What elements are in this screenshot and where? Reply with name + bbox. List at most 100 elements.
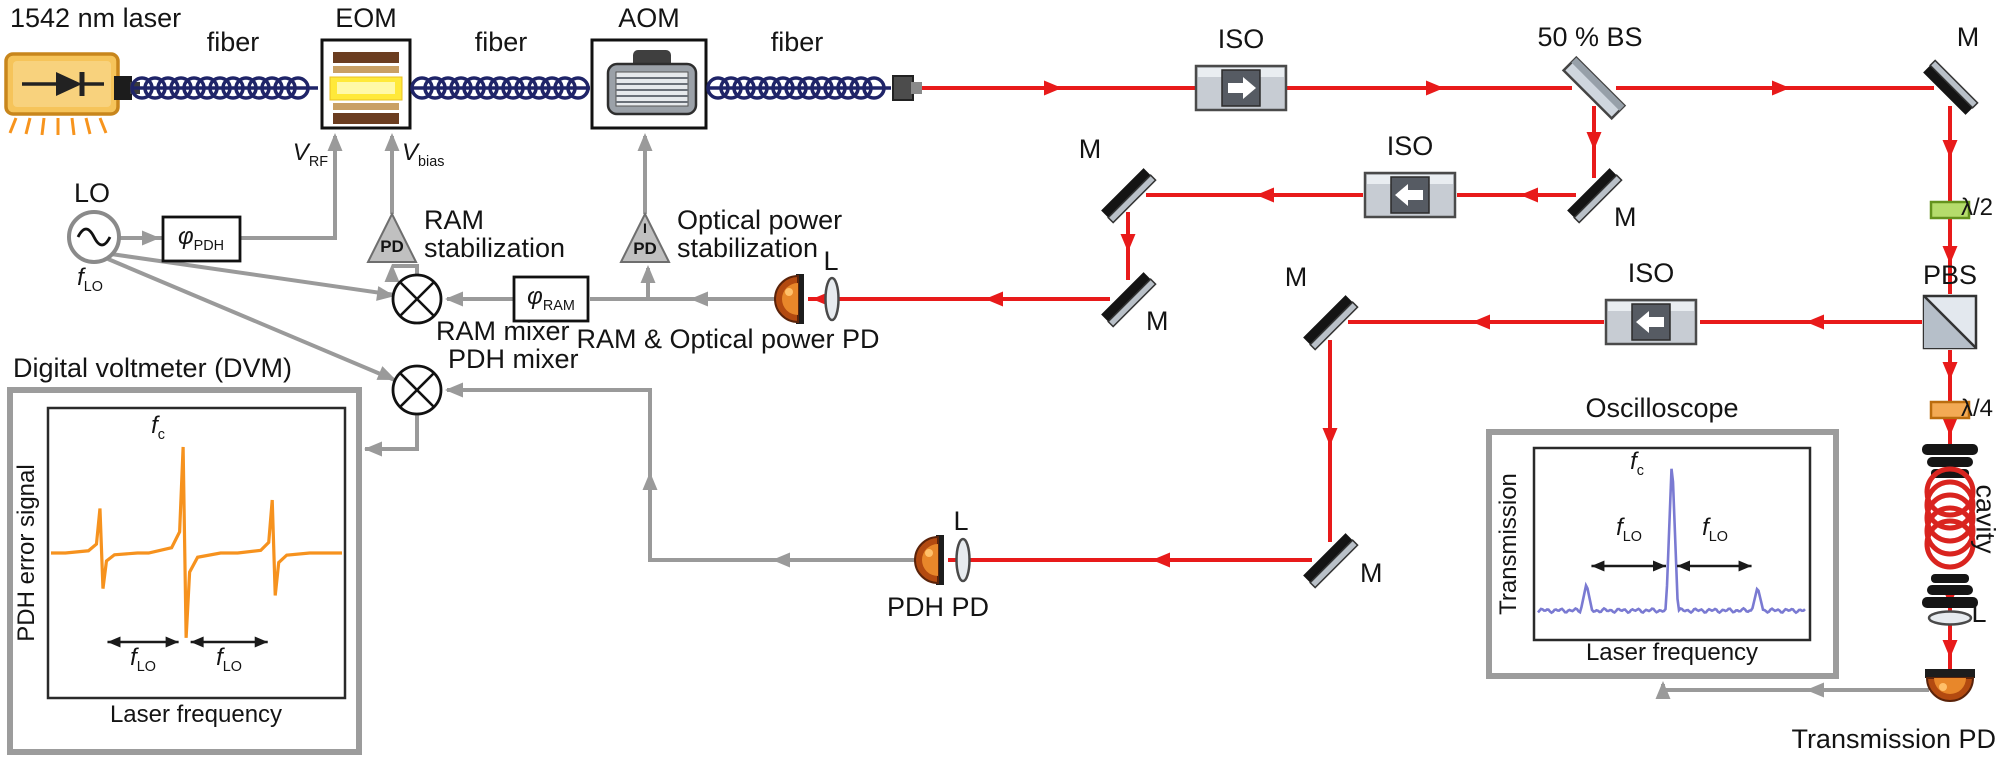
arrowhead — [1653, 560, 1666, 572]
phi-pdh-box — [161, 215, 242, 263]
mirror-back — [1923, 65, 1973, 115]
fiber-loop — [182, 76, 206, 100]
arrowhead — [1256, 187, 1274, 203]
mirror-back — [1101, 168, 1151, 218]
fiber-loop — [706, 76, 730, 100]
arrowhead — [642, 472, 658, 490]
fiber-label-3: fiber — [770, 27, 824, 57]
fiber-loop — [156, 76, 180, 100]
arrowhead — [1942, 362, 1958, 380]
beam-splitter-icon — [1561, 55, 1627, 121]
photodiode-icon — [914, 535, 944, 585]
lo-oscillator-icon — [67, 210, 121, 264]
pdh-pd-label: PDH PD — [886, 592, 990, 622]
signal-path — [110, 252, 396, 297]
arrowhead — [1942, 418, 1958, 436]
mirror1-label: M — [1956, 22, 1980, 52]
cavity-coil — [1924, 518, 1976, 570]
mirror-icon — [1303, 295, 1359, 351]
fiber-loop — [286, 76, 310, 100]
fiber-loop — [810, 76, 834, 100]
fiber-loop — [462, 76, 486, 100]
cavity-coil — [1924, 492, 1976, 544]
arrowhead — [1591, 560, 1605, 572]
fiber-loop — [784, 76, 808, 100]
fiber-loop — [234, 76, 258, 100]
arrowhead — [1772, 80, 1790, 96]
fiber-coil — [130, 76, 318, 100]
dvm-fc-annotation: fc — [151, 412, 165, 443]
fiber-loop — [195, 76, 219, 100]
oscilloscope-title: Oscilloscope — [1585, 393, 1739, 423]
fiber-loop — [862, 76, 886, 100]
arrowhead — [254, 636, 268, 648]
arrowhead — [1942, 640, 1958, 658]
fiber-loop — [836, 76, 860, 100]
fiber-loop — [849, 76, 873, 100]
power-amp-label-pd: PD — [633, 239, 657, 258]
arrowhead — [637, 133, 653, 151]
scope-flo-left-annotation: fLO — [1616, 514, 1642, 545]
quarter-wave-plate-icon — [1929, 400, 1971, 420]
scope-flo-right-annotation: fLO — [1702, 514, 1728, 545]
arrowhead — [327, 133, 343, 151]
arrowhead — [190, 636, 204, 648]
arrowhead — [1322, 428, 1338, 446]
mirror4-label: M — [1146, 306, 1169, 336]
fiber-loop — [169, 76, 193, 100]
fiber-label-1: fiber — [206, 27, 260, 57]
f-lo-label: fLO — [77, 264, 103, 295]
cavity-label: cavity — [1970, 484, 1999, 554]
dvm-flo-left-annotation: fLO — [130, 644, 156, 675]
fiber-loop — [823, 76, 847, 100]
arrowhead — [364, 441, 382, 457]
eom-icon — [320, 38, 412, 130]
v-rf-label: VRF — [292, 139, 328, 170]
arrowhead — [1120, 234, 1136, 252]
fiber-loop — [247, 76, 271, 100]
photodiode-icon — [1925, 669, 1975, 702]
ram-mixer-icon — [391, 273, 443, 325]
arrowhead — [1426, 80, 1444, 96]
mirror-face — [1309, 301, 1359, 351]
fiber-loop — [273, 76, 297, 100]
lens1-label: L — [823, 246, 839, 276]
mirror-face — [1107, 278, 1157, 328]
arrowhead — [1942, 140, 1958, 158]
lens-icon — [955, 537, 971, 583]
mirror-icon — [1101, 168, 1157, 224]
signal-path — [392, 264, 419, 275]
arrowhead — [1942, 246, 1958, 264]
fiber-loop — [745, 76, 769, 100]
signal-path — [365, 414, 419, 451]
mirror-face — [1107, 174, 1157, 224]
arrowhead — [640, 265, 656, 283]
iso-arrow — [1228, 77, 1256, 99]
arrowhead — [376, 286, 395, 301]
phi-ram-label: φRAM — [527, 283, 575, 314]
scope-trace — [1537, 468, 1806, 615]
iso3-label: ISO — [1627, 258, 1675, 288]
arrowhead — [1738, 560, 1752, 572]
fiber-loop — [553, 76, 577, 100]
arrowhead — [445, 382, 463, 398]
mirror2-label: M — [1614, 202, 1637, 232]
fiber-loop — [449, 76, 473, 100]
arrowhead — [1806, 314, 1824, 330]
fiber-loop — [436, 76, 460, 100]
scope-ylabel: Transmission — [1495, 473, 1522, 615]
cavity-coil — [1924, 505, 1976, 557]
pbs-icon — [1922, 294, 1978, 350]
ram-stab-label-line1: RAM — [424, 205, 484, 235]
beam-layer — [107, 80, 1958, 699]
mirror5-label: M — [1284, 262, 1308, 292]
lens-icon — [824, 276, 840, 322]
arrowhead — [384, 264, 400, 282]
lo-label: LO — [73, 178, 111, 208]
arrowhead — [142, 230, 160, 246]
arrowhead — [772, 552, 790, 568]
arrowhead — [1044, 80, 1062, 96]
dvm-title: Digital voltmeter (DVM) — [13, 353, 293, 383]
cavity-coil — [1924, 479, 1976, 531]
